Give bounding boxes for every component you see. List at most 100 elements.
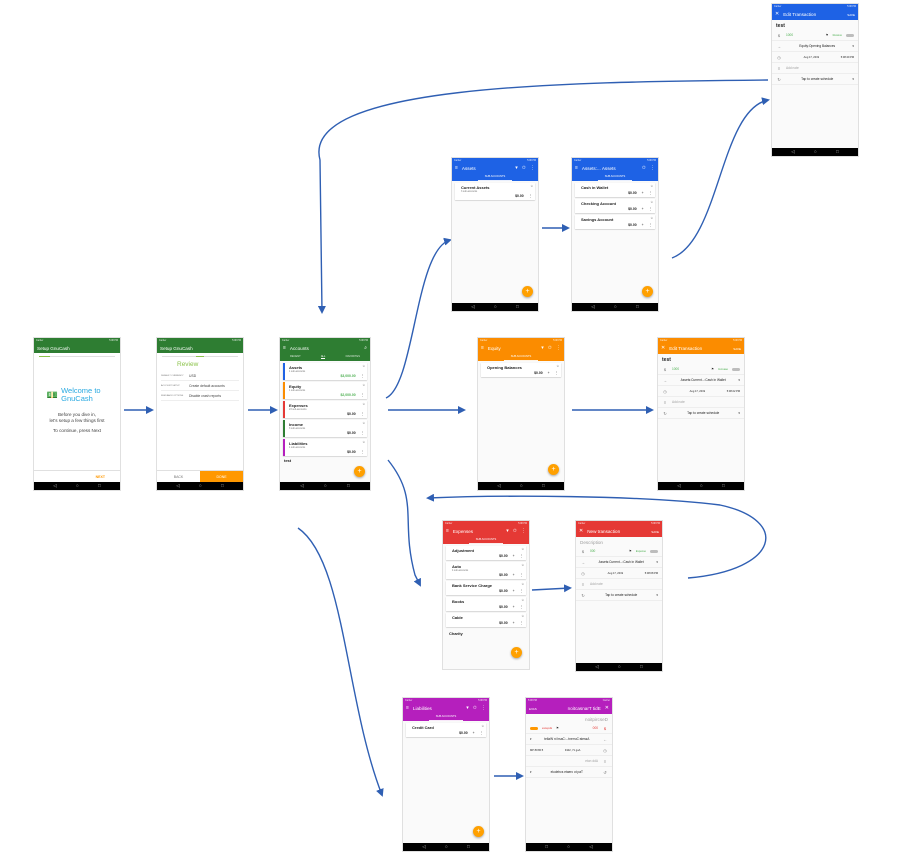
amount-field[interactable]: 1000 bbox=[672, 367, 680, 371]
description-field[interactable]: noitpircseD bbox=[585, 717, 608, 722]
add-fab-button[interactable]: + bbox=[511, 647, 522, 658]
account-card-credit-card[interactable]: ✩Credit Card$0.00+⋮ bbox=[406, 722, 486, 737]
account-card-checking[interactable]: ✩Checking Account$0.00+⋮ bbox=[575, 198, 655, 213]
more-icon[interactable]: ⋮ bbox=[519, 572, 523, 577]
note-field[interactable]: Add note bbox=[590, 582, 603, 586]
date-field[interactable]: Aug 17, 2019 bbox=[803, 55, 820, 59]
done-button[interactable]: DONE bbox=[200, 471, 243, 482]
add-tx-icon[interactable]: + bbox=[512, 620, 515, 625]
recents-nav-icon[interactable]: □ bbox=[835, 148, 839, 154]
menu-icon[interactable]: ≡ bbox=[283, 344, 286, 351]
time-field[interactable]: 5:08:08 PM bbox=[644, 571, 658, 575]
account-card-cable[interactable]: ✩Cable$0.00+⋮ bbox=[446, 612, 526, 627]
tab-favorites[interactable]: FAVORITES bbox=[345, 355, 360, 358]
recents-nav-icon[interactable]: □ bbox=[97, 482, 101, 488]
star-icon[interactable]: ✩ bbox=[362, 440, 365, 444]
star-icon[interactable]: ✩ bbox=[521, 581, 524, 586]
schedule-field[interactable]: eludehcs etaerc ot paT bbox=[550, 770, 584, 774]
more-icon[interactable]: ⋮ bbox=[360, 393, 364, 397]
tab-sub-accounts[interactable]: SUB ACCOUNTS bbox=[428, 713, 464, 721]
more-icon[interactable]: ⋮ bbox=[648, 190, 652, 195]
description-field[interactable]: test bbox=[776, 23, 785, 29]
tab-sub-accounts[interactable]: SUB ACCOUNTS bbox=[477, 173, 513, 181]
add-fab-button[interactable]: + bbox=[354, 466, 365, 477]
close-icon[interactable]: ✕ bbox=[604, 705, 609, 711]
home-nav-icon[interactable]: ○ bbox=[494, 303, 497, 309]
back-nav-icon[interactable]: ◁ bbox=[497, 482, 501, 488]
star-icon[interactable]: ✩ bbox=[362, 421, 365, 425]
home-nav-icon[interactable]: ○ bbox=[700, 482, 703, 488]
add-tx-icon[interactable]: + bbox=[512, 604, 515, 609]
home-nav-icon[interactable]: ○ bbox=[567, 843, 570, 849]
transfer-account[interactable]: Assets:Current...:Cash in Wallet bbox=[680, 378, 726, 382]
star-icon[interactable]: ✩ bbox=[521, 597, 524, 602]
star-icon[interactable]: ✩ bbox=[521, 613, 524, 618]
time-field[interactable]: MP 80:80:5 bbox=[530, 748, 544, 752]
dropdown-icon[interactable]: ▾ bbox=[541, 344, 544, 351]
amount-field[interactable]: 000 bbox=[592, 726, 598, 730]
tab-sub-accounts[interactable]: SUB ACCOUNTS bbox=[468, 536, 504, 544]
add-tx-icon[interactable]: + bbox=[472, 730, 475, 735]
dropdown-icon[interactable]: ▾ bbox=[466, 704, 469, 711]
recents-nav-icon[interactable]: □ bbox=[220, 482, 224, 488]
star-icon[interactable]: ✩ bbox=[362, 383, 365, 387]
chevron-down-icon[interactable]: ▾ bbox=[656, 560, 658, 564]
note-field[interactable]: Add note bbox=[672, 400, 685, 404]
home-nav-icon[interactable]: ○ bbox=[199, 482, 202, 488]
back-nav-icon[interactable]: ◁ bbox=[791, 148, 795, 154]
chevron-down-icon[interactable]: ▾ bbox=[656, 593, 658, 597]
account-card-books[interactable]: ✩Books$0.00+⋮ bbox=[446, 596, 526, 611]
home-nav-icon[interactable]: ○ bbox=[445, 843, 448, 849]
chevron-down-icon[interactable]: ▾ bbox=[530, 737, 532, 741]
note-field[interactable]: eton ddA bbox=[585, 759, 598, 763]
more-icon[interactable]: ⋮ bbox=[519, 604, 523, 609]
back-nav-icon[interactable]: ◁ bbox=[300, 482, 304, 488]
star-icon[interactable]: ✩ bbox=[512, 527, 517, 534]
back-nav-icon[interactable]: ◁ bbox=[176, 482, 180, 488]
menu-icon[interactable]: ≡ bbox=[575, 164, 578, 171]
more-icon[interactable]: ⋮ bbox=[648, 206, 652, 211]
amount-field[interactable]: 000 bbox=[590, 549, 596, 553]
account-card-bank-service-charge[interactable]: ✩Bank Service Charge$0.00+⋮ bbox=[446, 580, 526, 595]
recents-nav-icon[interactable]: □ bbox=[515, 303, 519, 309]
next-button[interactable]: NEXT bbox=[95, 474, 105, 479]
save-button[interactable]: SAVE bbox=[847, 12, 855, 17]
dropdown-icon[interactable]: ▾ bbox=[515, 164, 518, 171]
star-icon[interactable]: ✩ bbox=[641, 164, 646, 171]
type-toggle[interactable] bbox=[650, 549, 658, 553]
tab-all[interactable]: ALL bbox=[320, 355, 326, 359]
add-fab-button[interactable]: + bbox=[548, 464, 559, 475]
back-nav-icon[interactable]: ◁ bbox=[422, 843, 426, 849]
transfer-account[interactable]: Assets:Current...:Cash in Wallet bbox=[598, 560, 644, 564]
star-icon[interactable]: ✩ bbox=[521, 164, 526, 171]
home-nav-icon[interactable]: ○ bbox=[814, 148, 817, 154]
menu-icon[interactable]: ≡ bbox=[406, 704, 409, 711]
back-nav-icon[interactable]: ◁ bbox=[471, 303, 475, 309]
overflow-icon[interactable]: ⋮ bbox=[481, 704, 486, 711]
more-icon[interactable]: ⋮ bbox=[360, 431, 364, 435]
search-icon[interactable]: ⌕ bbox=[364, 344, 367, 351]
back-button[interactable]: BACK bbox=[173, 474, 184, 479]
account-card-charity[interactable]: Charity bbox=[449, 630, 463, 636]
more-icon[interactable]: ⋮ bbox=[519, 553, 523, 558]
home-nav-icon[interactable]: ○ bbox=[614, 303, 617, 309]
star-icon[interactable]: ✩ bbox=[362, 402, 365, 406]
close-icon[interactable]: ✕ bbox=[775, 11, 780, 17]
back-nav-icon[interactable]: ◁ bbox=[53, 482, 57, 488]
star-icon[interactable]: ✩ bbox=[556, 363, 559, 368]
chevron-down-icon[interactable]: ▾ bbox=[852, 77, 854, 81]
date-field[interactable]: 9102 ,71 guA bbox=[564, 748, 581, 752]
save-button[interactable]: SAVE bbox=[651, 529, 659, 534]
more-icon[interactable]: ⋮ bbox=[519, 620, 523, 625]
recents-nav-icon[interactable]: □ bbox=[545, 843, 548, 849]
recents-nav-icon[interactable]: □ bbox=[466, 843, 470, 849]
chevron-down-icon[interactable]: ▾ bbox=[530, 770, 532, 774]
tab-sub-accounts[interactable]: SUB ACCOUNTS bbox=[503, 353, 539, 361]
recents-nav-icon[interactable]: □ bbox=[346, 482, 350, 488]
add-tx-icon[interactable]: + bbox=[641, 206, 644, 211]
overflow-icon[interactable]: ⋮ bbox=[556, 344, 561, 351]
